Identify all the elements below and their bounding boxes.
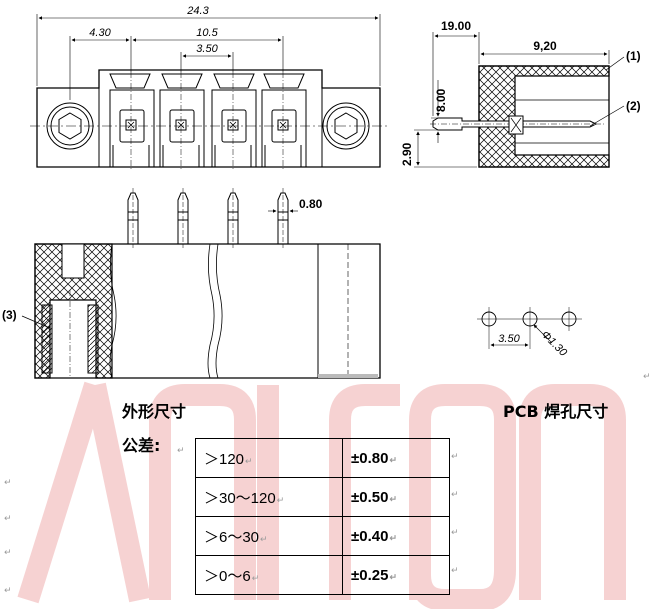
table-row: ＞120↵ ±0.80↵ <box>195 438 450 478</box>
tol-text: ±0.25 <box>351 566 389 584</box>
range-text: ＞30～120 <box>204 489 276 507</box>
table-cell-tol: ±0.50↵ <box>342 477 450 517</box>
paragraph-mark-icon: ↵ <box>4 478 12 488</box>
paragraph-mark-icon: ↵ <box>389 571 397 582</box>
pcb-hole-pattern <box>477 307 582 349</box>
paragraph-mark-icon: ↵ <box>451 490 459 500</box>
paragraph-mark-icon: ↵ <box>451 566 459 576</box>
table-row: ＞30～120↵ ±0.50↵ <box>195 477 450 517</box>
tol-text: ±0.80 <box>351 449 389 467</box>
paragraph-mark-icon: ↵ <box>245 455 253 466</box>
paragraph-mark-icon: ↵ <box>451 528 459 538</box>
pcb-hole-diameter: Φ1.30 <box>539 329 570 360</box>
paragraph-mark-icon: ↵ <box>4 514 12 524</box>
paragraph-mark-icon: ↵ <box>643 372 651 382</box>
table-cell-range: ＞30～120↵ <box>195 477 343 517</box>
paragraph-mark-icon: ↵ <box>389 532 397 543</box>
tolerance-table: ＞120↵ ±0.80↵ ＞30～120↵ ±0.50↵ ＞6～30↵ ±0.4… <box>195 438 450 595</box>
dim-pin-height: 8.00 <box>434 88 448 112</box>
dim-pins-span: 10.5 <box>196 27 218 39</box>
dim-side-width: 19.00 <box>441 19 471 33</box>
callout-3: (3) <box>2 308 17 322</box>
tol-text: ±0.40 <box>351 527 389 545</box>
paragraph-mark-icon: ↵ <box>260 533 268 544</box>
outline-dims-label: 外形尺寸 <box>122 402 187 421</box>
table-cell-range: ＞120↵ <box>195 438 343 478</box>
paragraph-mark-icon: ↵ <box>4 548 12 558</box>
dim-side-body: 9,20 <box>533 39 557 53</box>
table-cell-range: ＞6～30↵ <box>195 516 343 556</box>
callout-2: (2) <box>626 99 641 113</box>
paragraph-mark-icon: ↵ <box>389 454 397 465</box>
tolerance-label: 公差: <box>122 436 161 455</box>
paragraph-mark-icon: ↵ <box>4 586 12 596</box>
range-text: ＞6～30 <box>204 528 260 546</box>
range-text: ＞120 <box>204 450 245 468</box>
dim-pitch: 3.50 <box>196 43 218 55</box>
table-cell-tol: ±0.80↵ <box>342 438 450 478</box>
paragraph-mark-icon: ↵ <box>389 493 397 504</box>
paragraph-mark-icon: ↵ <box>251 572 260 583</box>
paragraph-mark-icon: ↵ <box>451 452 459 462</box>
dim-overall-length: 24.3 <box>186 5 209 17</box>
tol-text: ±0.50 <box>351 488 389 506</box>
table-cell-tol: ±0.40↵ <box>342 516 450 556</box>
dim-pin-below: 2.90 <box>400 142 414 166</box>
table-cell-range: ＞0～6↵ <box>195 555 343 595</box>
table-cell-tol: ±0.25↵ <box>342 555 450 595</box>
table-row: ＞6～30↵ ±0.40↵ <box>195 516 450 556</box>
dim-pin-offset: 4.30 <box>89 27 111 39</box>
paragraph-mark-icon: ↵ <box>276 494 285 505</box>
section-view <box>21 188 381 379</box>
side-view <box>414 32 625 168</box>
range-text: ＞0～6 <box>204 567 251 585</box>
callout-1: (1) <box>626 49 641 63</box>
pcb-pitch: 3.50 <box>498 333 520 345</box>
dim-pin-width: 0.80 <box>299 197 323 211</box>
front-view <box>30 14 390 170</box>
pcb-holes-label: PCB 焊孔尺寸 <box>503 402 609 421</box>
table-row: ＞0～6↵ ±0.25↵ <box>195 555 450 595</box>
paragraph-mark-icon: ↵ <box>177 446 185 456</box>
